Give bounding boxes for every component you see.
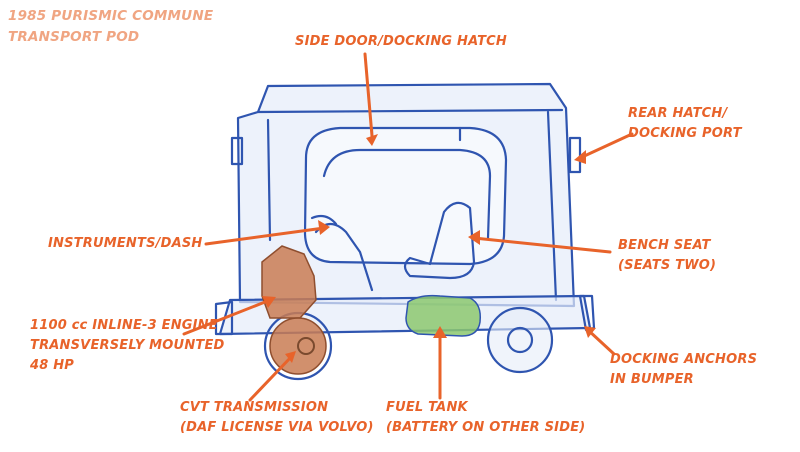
rear-light xyxy=(568,136,582,174)
arrow-engine xyxy=(182,298,272,336)
steering-wheel xyxy=(310,214,338,226)
side-window xyxy=(303,126,508,266)
arrowhead-instruments xyxy=(318,220,330,235)
bench-seat-label-2: (SEATS TWO) xyxy=(618,258,717,273)
rear-wheel-hub xyxy=(506,326,534,354)
body-rear-line xyxy=(546,110,558,302)
wheel-hub xyxy=(297,337,315,355)
arrow-transmission xyxy=(248,354,294,402)
arrowhead-fuel-tank xyxy=(433,326,447,338)
front-light xyxy=(230,136,244,166)
callout-transmission: CVT TRANSMISSION (DAF LICENSE VIA VOLVO) xyxy=(180,398,374,438)
callout-engine: 1100 cc INLINE-3 ENGINE TRANSVERSELY MOU… xyxy=(30,316,225,376)
fuel-tank-label-1: FUEL TANK xyxy=(386,400,468,415)
engine-label-2: TRANSVERSELY MOUNTED xyxy=(30,338,225,353)
docking-anchors-label-2: IN BUMPER xyxy=(610,372,694,387)
arrowhead-bench-seat xyxy=(468,230,480,245)
body-front-line xyxy=(266,118,272,242)
side-door-label: SIDE DOOR/DOCKING HATCH xyxy=(295,34,508,49)
callout-instruments: INSTRUMENTS/DASH xyxy=(48,234,202,254)
callout-fuel-tank: FUEL TANK (BATTERY ON OTHER SIDE) xyxy=(386,398,585,438)
engine-label-1: 1100 cc INLINE-3 ENGINE xyxy=(30,318,218,333)
window-inner xyxy=(322,148,492,240)
title-line-2: TRANSPORT POD xyxy=(8,29,140,45)
transmission-label-2: (DAF LICENSE VIA VOLVO) xyxy=(180,420,374,435)
title-line-1: 1985 PURISMIC COMMUNE xyxy=(8,8,214,24)
diagram-title: 1985 PURISMIC COMMUNE TRANSPORT POD xyxy=(8,6,213,48)
arrowhead-docking-anchors xyxy=(584,326,596,338)
callout-bench-seat: BENCH SEAT (SEATS TWO) xyxy=(618,236,716,276)
arrow-docking-anchors xyxy=(586,328,616,356)
front-bumper xyxy=(214,300,234,336)
arrowhead-side-door xyxy=(366,134,378,146)
arrowhead-transmission xyxy=(285,351,296,363)
docking-anchors-label-1: DOCKING ANCHORS xyxy=(610,352,758,367)
bench-seat xyxy=(403,201,476,280)
rear-hatch-label-2: DOCKING PORT xyxy=(628,126,742,141)
rear-wheel xyxy=(486,306,554,374)
callout-rear-hatch: REAR HATCH/ DOCKING PORT xyxy=(628,104,742,144)
roof-top-edge xyxy=(256,108,564,114)
arrow-bench-seat xyxy=(472,236,612,254)
callout-side-door: SIDE DOOR/DOCKING HATCH xyxy=(295,32,507,52)
instruments-label: INSTRUMENTS/DASH xyxy=(48,236,203,251)
arrow-side-door xyxy=(363,52,374,138)
callout-docking-anchors: DOCKING ANCHORS IN BUMPER xyxy=(610,350,757,390)
rear-hatch-label-1: REAR HATCH/ xyxy=(628,106,728,121)
transmission-label-1: CVT TRANSMISSION xyxy=(180,400,329,415)
arrow-instruments xyxy=(204,226,326,246)
arrow-rear-hatch xyxy=(578,132,634,160)
arrowhead-rear-hatch xyxy=(574,150,586,164)
bench-seat-label-1: BENCH SEAT xyxy=(618,238,711,253)
fuel-tank-shape xyxy=(405,294,482,337)
fuel-tank-label-2: (BATTERY ON OTHER SIDE) xyxy=(386,420,586,435)
arrowhead-engine xyxy=(262,296,276,308)
engine-label-3: 48 HP xyxy=(30,358,75,373)
